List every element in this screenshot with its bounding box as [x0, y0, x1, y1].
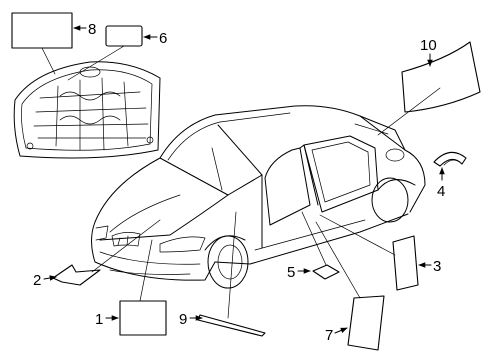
leader-9 — [227, 211, 237, 319]
label-part-4-inner — [443, 159, 461, 166]
label-part-2 — [52, 264, 101, 286]
label-part-7 — [347, 295, 385, 351]
label-part-5 — [312, 264, 340, 280]
callout-7: 7 — [325, 327, 333, 344]
leader-8 — [41, 47, 56, 75]
leader-7 — [315, 221, 361, 299]
label-part-6 — [105, 25, 143, 47]
label-part-4 — [433, 151, 467, 167]
label-part-8 — [11, 12, 73, 49]
car-illustration — [91, 105, 426, 289]
leader-6 — [67, 45, 125, 81]
callout-9: 9 — [179, 311, 187, 328]
label-part-3 — [392, 235, 419, 291]
callout-2: 2 — [33, 272, 41, 289]
callout-8: 8 — [88, 21, 96, 38]
leader-1 — [139, 239, 153, 302]
arrow-2 — [43, 275, 57, 281]
leader-2 — [91, 219, 161, 273]
callout-3: 3 — [433, 258, 441, 275]
leader-5 — [301, 211, 327, 266]
callout-1: 1 — [95, 311, 103, 328]
callout-6: 6 — [159, 30, 167, 47]
label-part-9 — [197, 314, 266, 337]
label-part-1 — [119, 300, 167, 336]
hood-illustration — [13, 61, 161, 159]
callout-4: 4 — [437, 183, 445, 200]
arrow-7 — [334, 327, 348, 334]
callout-5: 5 — [287, 264, 295, 281]
label-part-10 — [401, 41, 481, 113]
leader-3 — [319, 214, 396, 256]
leader-10 — [377, 87, 441, 136]
callout-10: 10 — [420, 37, 437, 54]
